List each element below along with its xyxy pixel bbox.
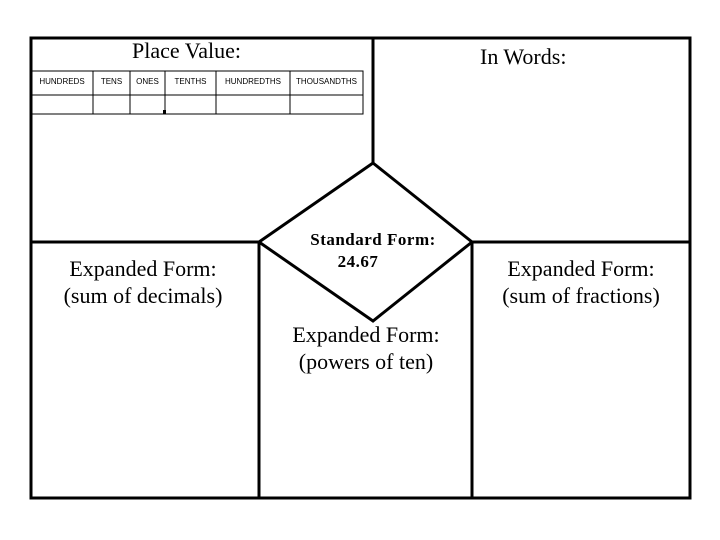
header-ones: ONES [136, 77, 159, 86]
header-thousandths: THOUSANDTHS [296, 77, 357, 86]
place-value-title: Place Value: [132, 38, 241, 63]
header-hundredths: HUNDREDTHS [225, 77, 281, 86]
expanded-decimals-line2: (sum of decimals) [63, 283, 223, 308]
decimal-point-mark [163, 110, 166, 114]
expanded-fractions-line2: (sum of fractions) [502, 283, 660, 308]
expanded-powers-line2: (powers of ten) [298, 349, 434, 374]
header-tens: TENS [100, 77, 123, 86]
expanded-fractions-line1: Expanded Form: [507, 256, 655, 281]
header-hundreds: HUNDREDS [39, 77, 85, 86]
standard-form-value: 24.67 [337, 252, 379, 271]
standard-form-label: Standard Form: [310, 230, 436, 249]
header-tenths: TENTHS [174, 77, 207, 86]
in-words-title: In Words: [480, 44, 567, 69]
expanded-powers-line1: Expanded Form: [292, 322, 440, 347]
expanded-decimals-line1: Expanded Form: [69, 256, 217, 281]
